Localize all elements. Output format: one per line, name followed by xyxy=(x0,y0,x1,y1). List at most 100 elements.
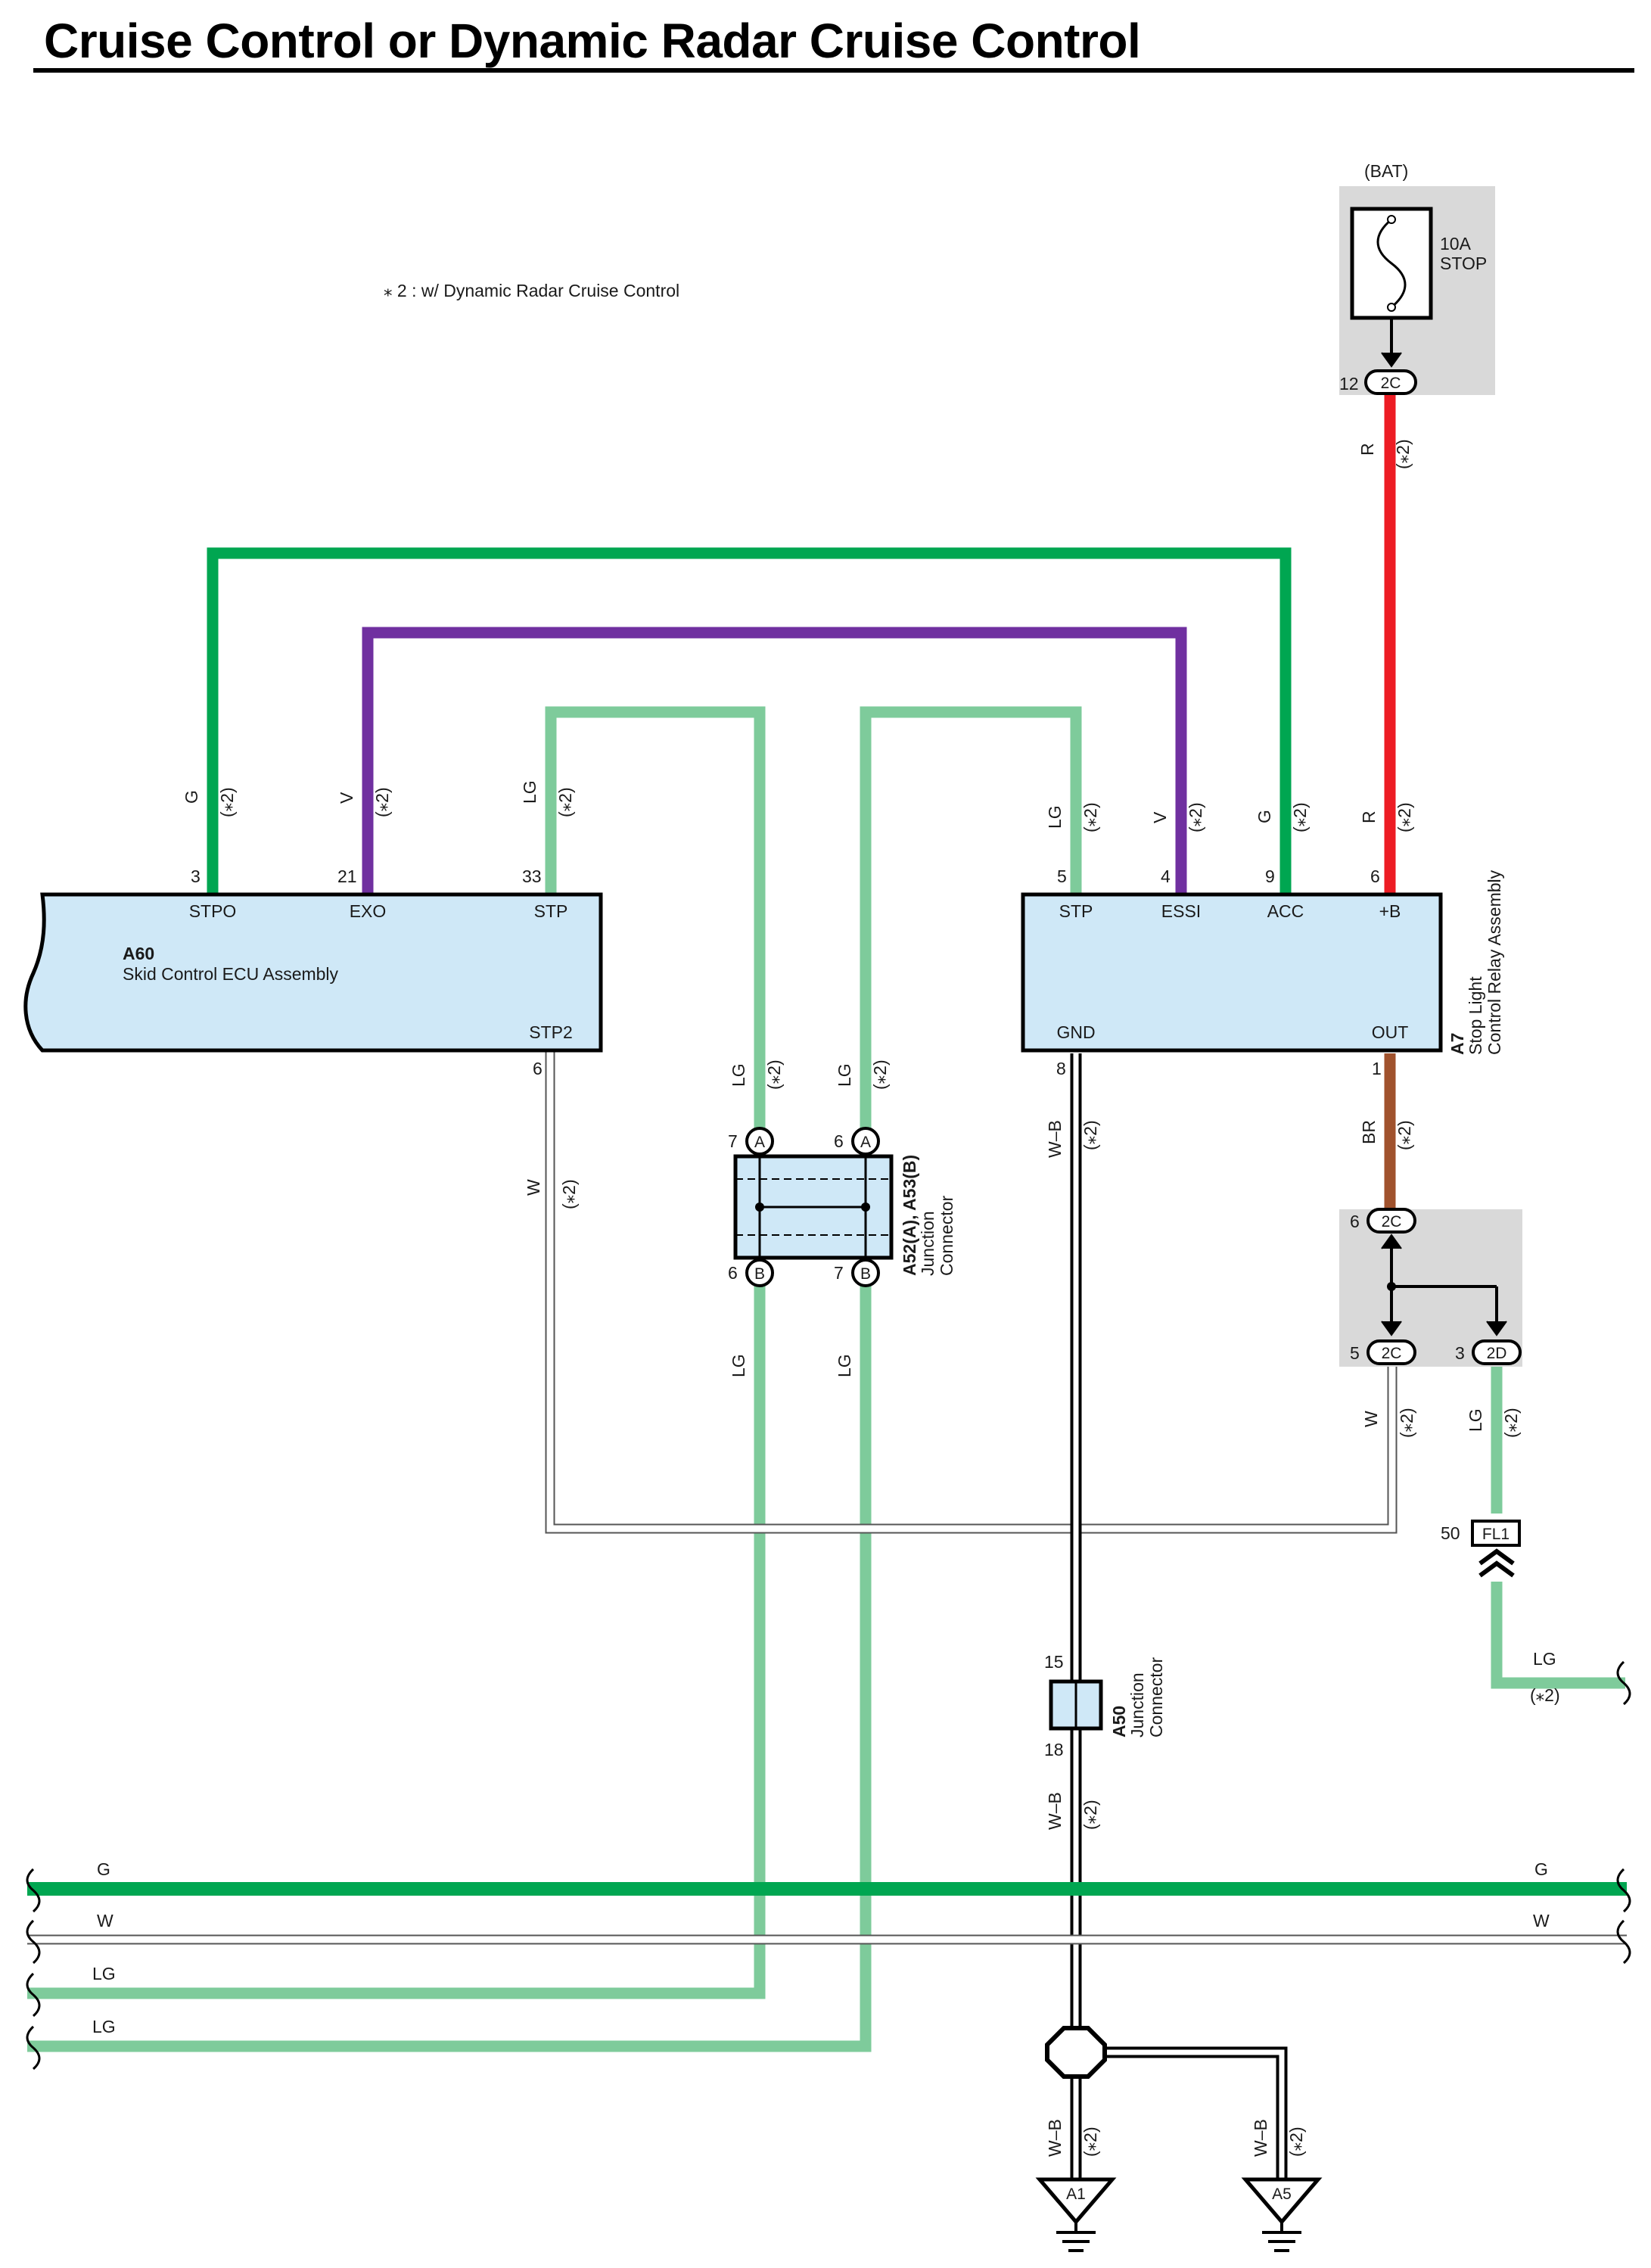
a60-name: Skid Control ECU Assembly xyxy=(123,964,339,984)
a7-gnd-wire: W–B xyxy=(1045,1120,1065,1158)
a52-pin-7a-circle xyxy=(745,1127,774,1156)
fl1-connector xyxy=(1471,1520,1521,1547)
ground-a5-note: (⁎2) xyxy=(1286,2126,1306,2157)
a53-bottom-left-wire: LG xyxy=(729,1354,748,1377)
jb-2c-top xyxy=(1367,1208,1416,1234)
a60-pin-3-label: STPO xyxy=(189,901,237,921)
a60-pin-21-num: 21 xyxy=(337,866,357,886)
a52-top-right-wire: LG xyxy=(835,1063,854,1087)
a52-top-right-note: (⁎2) xyxy=(870,1059,890,1090)
wire-w-stp2-outline xyxy=(545,1052,1398,1534)
title-rule xyxy=(33,68,1634,73)
a60-stp2-num: 6 xyxy=(533,1059,543,1078)
a7-out-label: OUT xyxy=(1372,1022,1409,1042)
bus-break-left xyxy=(26,1868,41,2070)
a7-pin-6-label: +B xyxy=(1379,901,1401,921)
a52-pin-7a-letter: A xyxy=(754,1134,765,1151)
a7-pin-9-num: 9 xyxy=(1265,866,1275,886)
a50-pin-top: 15 xyxy=(1044,1652,1064,1672)
jb-2c-top-label: 2C xyxy=(1382,1213,1402,1230)
a52-pin-6a-letter: A xyxy=(860,1134,871,1151)
fuse-connector-label: 2C xyxy=(1381,375,1401,392)
a7-name-line2: Control Relay Assembly xyxy=(1485,870,1504,1055)
jb-2d-note: (⁎2) xyxy=(1501,1408,1521,1438)
a60-pin-21-wire: V xyxy=(337,792,356,804)
bus-g-left-label: G xyxy=(97,1859,110,1879)
a7-code: A7 xyxy=(1447,1033,1467,1055)
jb-2c-note: (⁎2) xyxy=(1397,1408,1416,1438)
a53-bottom-right-wire: LG xyxy=(835,1354,854,1377)
a50-line2: Junction xyxy=(1127,1672,1147,1738)
a7-pin-5-label: STP xyxy=(1059,901,1093,921)
fuse-rating: 10A xyxy=(1440,234,1472,254)
a60-pin-33-num: 33 xyxy=(522,866,542,886)
bus-w-right-label: W xyxy=(1533,1911,1550,1930)
jb-2c-top-num: 6 xyxy=(1350,1212,1360,1231)
fl1-out-wire: LG xyxy=(1533,1649,1556,1669)
bus-lg2-left-label: LG xyxy=(92,2017,116,2036)
fuse-name: STOP xyxy=(1440,254,1487,273)
a60-pin-33-note: (⁎2) xyxy=(555,787,575,817)
a52-line2: Junction xyxy=(918,1211,937,1276)
a7-pin-6-wire: R xyxy=(1359,810,1379,823)
a53-pin-6b-num: 6 xyxy=(728,1263,738,1283)
wire-w-stp2 xyxy=(546,1052,1396,1532)
wire-lg-bus-1 xyxy=(27,1275,766,1999)
wire-v-exo-essi xyxy=(362,627,1187,894)
bus-w-left-label: W xyxy=(97,1911,113,1930)
ground-a5-wire: W–B xyxy=(1251,2119,1270,2157)
a7-pin-5-num: 5 xyxy=(1057,866,1067,886)
a7-pin-5-wire: LG xyxy=(1045,805,1065,829)
jb-2c-bottom xyxy=(1367,1339,1416,1365)
fuse-link xyxy=(1376,218,1407,309)
ground-a5-label: A5 xyxy=(1272,2186,1292,2203)
bus-break-right xyxy=(1616,1660,1631,1965)
a53-pin-7b-letter: B xyxy=(860,1265,871,1283)
wire-lg-bus-2 xyxy=(27,1275,872,2052)
wire-g-stpo-acc xyxy=(207,547,1292,894)
a60-stp2-note: (⁎2) xyxy=(559,1179,579,1209)
a52-top-left-wire: LG xyxy=(729,1063,748,1087)
a7-pin-4-wire: V xyxy=(1150,811,1170,823)
a7-out-num: 1 xyxy=(1372,1059,1382,1078)
wire-lg-stp-a52 xyxy=(545,706,766,1139)
fl1-num: 50 xyxy=(1441,1523,1460,1543)
ground-splice xyxy=(1045,2026,1107,2079)
a60-code: A60 xyxy=(123,944,154,963)
a50-code: A50 xyxy=(1109,1706,1129,1738)
a60-stp2-wire: W xyxy=(524,1179,543,1196)
a60-pin-33-label: STP xyxy=(534,901,568,921)
a50-pin-bottom: 18 xyxy=(1044,1740,1064,1759)
fuse-pin-num: 12 xyxy=(1339,374,1359,394)
a50-wire: W–B xyxy=(1045,1792,1065,1830)
fuse-connector-2c xyxy=(1364,369,1417,395)
wire-wb-a5-outline xyxy=(1102,2046,1288,2179)
fuse-wire-color: R xyxy=(1357,443,1377,456)
a7-relay-body xyxy=(1021,892,1443,1053)
a53-pin-7b-circle xyxy=(851,1258,880,1287)
ground-a1 xyxy=(1035,2177,1117,2252)
jb-2d xyxy=(1472,1339,1522,1365)
a7-gnd-label: GND xyxy=(1056,1022,1095,1042)
a60-pin-3-note: (⁎2) xyxy=(217,787,237,817)
a7-pin-9-wire: G xyxy=(1255,810,1274,823)
a60-pin-3-num: 3 xyxy=(191,866,201,886)
wire-lg-fl1-out xyxy=(1491,1582,1625,1689)
a52-pin-7a-num: 7 xyxy=(728,1131,738,1151)
a52-pin-6a-num: 6 xyxy=(834,1131,844,1151)
jb-2d-num: 3 xyxy=(1455,1343,1465,1363)
a60-pin-21-label: EXO xyxy=(350,901,387,921)
a60-stp2-label: STP2 xyxy=(529,1022,573,1042)
a7-pin-6-num: 6 xyxy=(1370,866,1380,886)
a53-pin-7b-num: 7 xyxy=(834,1263,844,1283)
jb-2c-bottom-num: 5 xyxy=(1350,1343,1360,1363)
bus-lg1-left-label: LG xyxy=(92,1964,116,1983)
a7-pin-9-label: ACC xyxy=(1267,901,1304,921)
a7-gnd-num: 8 xyxy=(1056,1059,1066,1078)
a7-pin-9-note: (⁎2) xyxy=(1290,802,1310,832)
page-title: Cruise Control or Dynamic Radar Cruise C… xyxy=(44,14,1141,68)
a7-pin-4-num: 4 xyxy=(1161,866,1171,886)
a60-pin-3-wire: G xyxy=(182,790,201,804)
jb-2c-wire: W xyxy=(1361,1411,1381,1427)
fl1-label: FL1 xyxy=(1482,1526,1510,1543)
